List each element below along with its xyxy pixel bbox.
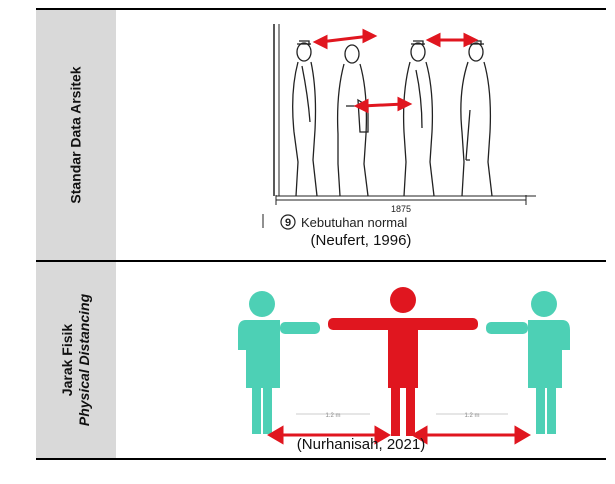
person-teal-left: [238, 291, 320, 434]
citation-nurhanisah: (Nurhanisah, 2021): [296, 436, 426, 453]
row-header-standar-label: Standar Data Arsitek: [67, 66, 84, 204]
table-row-divider: [36, 260, 606, 262]
person-figure-2: [336, 44, 369, 197]
citation-neufert: (Neufert, 1996): [310, 232, 412, 249]
person-teal-right: [486, 291, 570, 434]
distance-arrows: [267, 425, 531, 445]
figure-number: 9: [285, 217, 291, 229]
person-red-center: [328, 287, 478, 436]
comparison-table: Standar Data Arsitek: [36, 8, 606, 460]
physical-distancing-illustration: 1.2 m 1.2 m: [238, 287, 570, 445]
row-header-jarak-label: Jarak Fisik Physical Distancing: [59, 293, 92, 427]
row-header-standar: Standar Data Arsitek: [36, 10, 116, 260]
neufert-queue-illustration: 1875 9 Kebutuhan normal: [262, 24, 536, 230]
table-bottom-border: [36, 458, 606, 460]
figure-caption: Kebutuhan normal: [301, 215, 407, 230]
person-figure-4: [460, 40, 493, 197]
dimension-label: 1875: [391, 204, 411, 214]
distance-label-left: 1.2 m: [325, 413, 340, 419]
person-figure-1: [292, 40, 318, 197]
person-figure-3: [402, 40, 435, 197]
table-top-border: [36, 8, 606, 10]
row-content-distancing: 1.2 m 1.2 m (Nurhanisah, 2021): [116, 262, 606, 458]
row-header-jarak: Jarak Fisik Physical Distancing: [36, 262, 116, 458]
distance-label-right: 1.2 m: [464, 413, 479, 419]
dimension-line: [275, 195, 527, 205]
spacing-arrows: [312, 28, 479, 114]
row-content-neufert: 1875 9 Kebutuhan normal (Neufert, 1996): [116, 10, 606, 260]
figure-number-circle: [280, 214, 296, 230]
